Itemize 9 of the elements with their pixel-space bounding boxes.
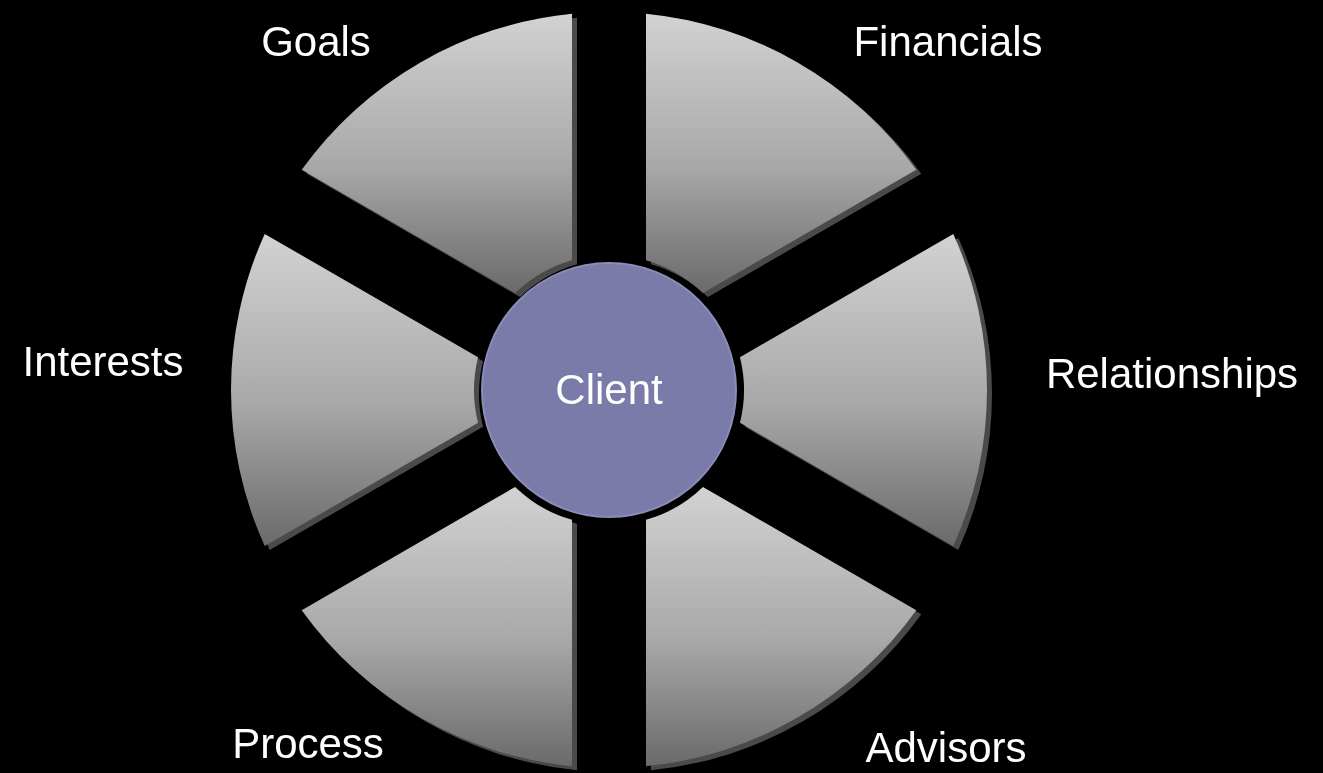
- segment-label: Relationships: [1045, 350, 1299, 398]
- segment-label: Goals: [261, 18, 371, 66]
- segment-label: Interests: [22, 338, 184, 386]
- wheel-segment: [739, 233, 992, 551]
- segment-label: Financials: [853, 18, 1043, 66]
- segment-label: Advisors: [865, 724, 1027, 772]
- wheel-segment: [231, 233, 484, 551]
- hub-label: Client: [555, 366, 663, 414]
- segment-label: Process: [232, 720, 384, 768]
